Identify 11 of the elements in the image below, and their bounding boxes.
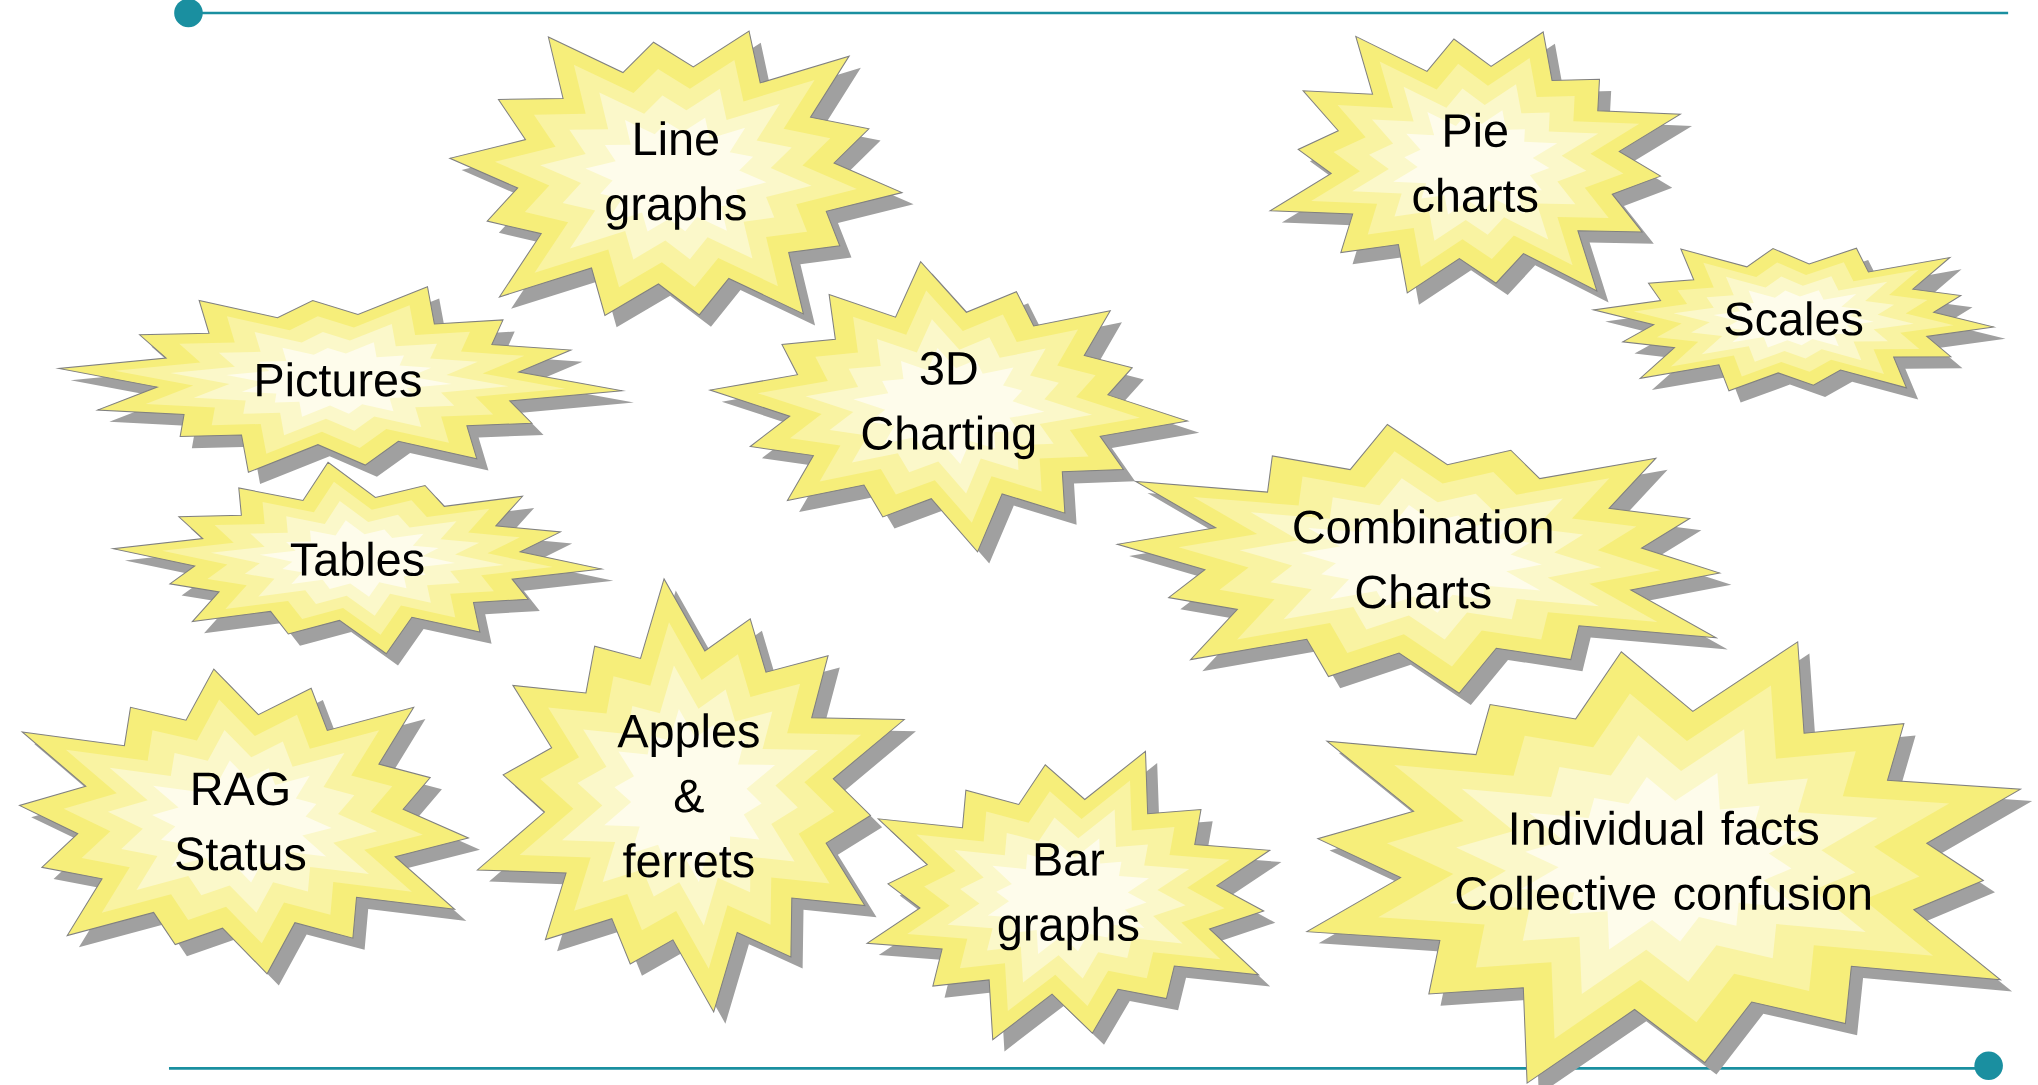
- starburst: Scales: [1590, 247, 2006, 403]
- starburst: Pie charts: [1268, 30, 1693, 305]
- starburst: Bar graphs: [865, 750, 1282, 1052]
- starburst: Line graphs: [448, 30, 914, 327]
- starburst: Combination Charts: [1115, 423, 1732, 705]
- starburst: Apples & ferrets: [476, 577, 916, 1024]
- starburst: Pictures: [55, 285, 634, 484]
- starburst: 3D Charting: [707, 260, 1200, 564]
- starburst: Tables: [109, 461, 614, 666]
- starburst: RAG Status: [18, 668, 480, 986]
- starburst: Individual facts Collective confusion: [1305, 640, 2033, 1085]
